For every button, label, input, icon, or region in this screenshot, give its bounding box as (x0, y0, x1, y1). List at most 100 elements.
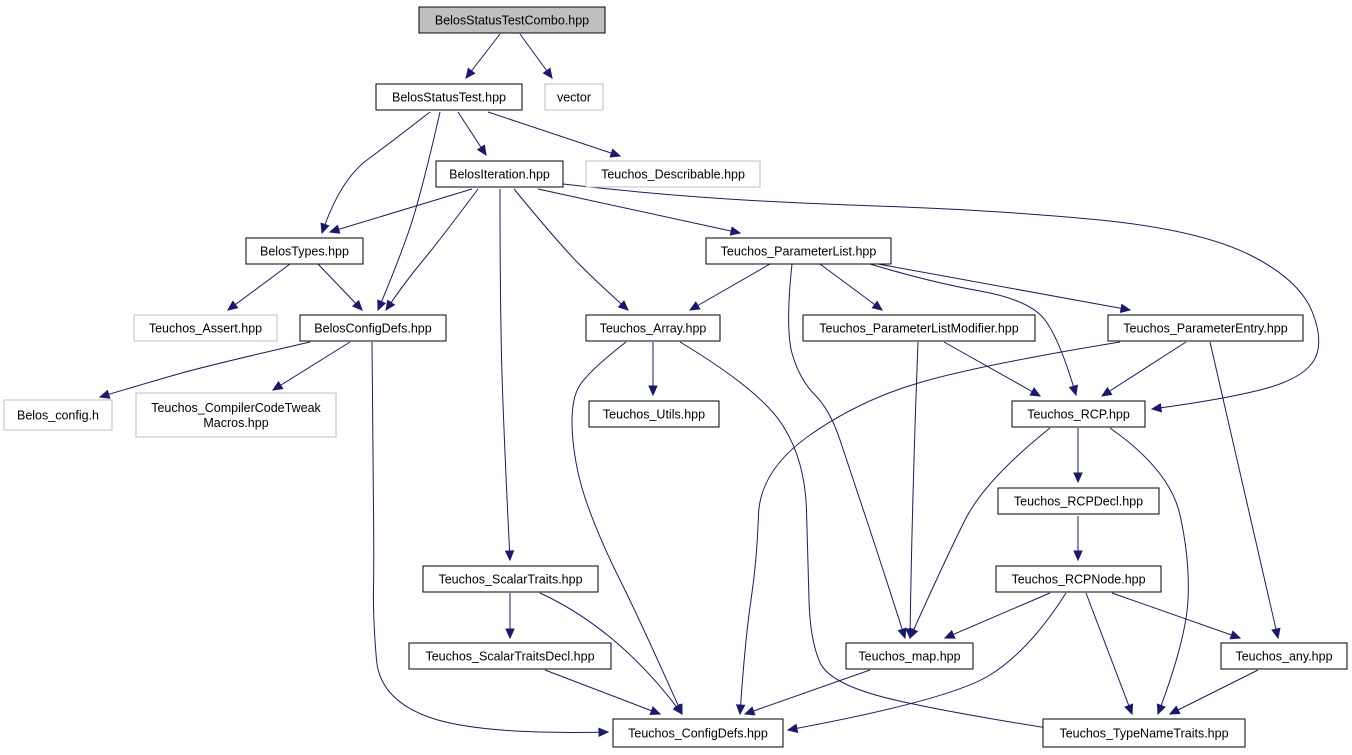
edge-arrowhead (227, 300, 239, 311)
node-box (997, 487, 1160, 515)
node-iteration[interactable]: BelosIteration.hpp (435, 160, 564, 188)
edge-arrowhead (1068, 384, 1078, 397)
node-array[interactable]: Teuchos_Array.hpp (585, 314, 721, 342)
edge-arrowhead (672, 703, 683, 715)
edge-arrowhead (1124, 703, 1134, 716)
node-label: Teuchos_any.hpp (1235, 650, 1332, 664)
edge-parameterlist-to-plmodifier (819, 263, 883, 311)
node-utils[interactable]: Teuchos_Utils.hpp (588, 400, 720, 428)
edge-arrowhead (648, 385, 658, 397)
edge-rcpdecl-to-rcpnode (1073, 516, 1083, 562)
edge-line (787, 592, 1067, 731)
edge-scalartraits-to-scalartraitsdecl (505, 593, 515, 640)
edge-paramentry-to-rcp (1100, 341, 1187, 397)
edge-line (739, 341, 1121, 715)
node-label: Teuchos_ParameterEntry.hpp (1123, 322, 1287, 336)
node-box (705, 237, 892, 265)
edge-statustest-to-belostypes (320, 111, 431, 235)
node-root[interactable]: BelosStatusTestCombo.hpp (418, 6, 606, 34)
edge-rcpnode-to-map (943, 592, 1051, 639)
node-scalartraitsdecl[interactable]: Teuchos_ScalarTraitsDecl.hpp (408, 642, 612, 670)
edge-line (909, 427, 1051, 639)
edge-line (1085, 592, 1133, 715)
node-box (585, 314, 721, 342)
edge-arrowhead (649, 706, 662, 716)
node-box (995, 565, 1162, 593)
edge-arrowhead (1271, 627, 1281, 640)
nodes-layer: BelosStatusTestCombo.hppBelosStatusTest.… (3, 6, 1348, 748)
edge-iteration-to-configdefs_belos (385, 188, 479, 312)
edge-root-to-statustest (465, 33, 501, 79)
edge-rcpnode-to-typenametraits (1085, 592, 1134, 716)
node-box (3, 399, 113, 431)
edge-line (272, 341, 351, 391)
edge-arrowhead (505, 628, 515, 640)
edge-paramentry-to-teuchosconfigdefs (735, 341, 1121, 716)
edge-arrowhead (542, 67, 553, 79)
edge-parameterlist-to-array (688, 263, 771, 311)
edge-arrowhead (743, 706, 756, 716)
node-describable: Teuchos_Describable.hpp (585, 160, 761, 188)
node-box (408, 642, 612, 670)
edge-map-to-teuchosconfigdefs (743, 669, 871, 716)
node-box (133, 314, 278, 342)
edge-rcp-to-typenametraits (1109, 427, 1189, 716)
node-label: Teuchos_CompilerCodeTweak (151, 401, 321, 415)
edge-statustest-to-configdefs_belos (377, 111, 441, 312)
edge-rcp-to-map (909, 427, 1051, 640)
node-box (375, 83, 523, 111)
node-box (612, 718, 784, 748)
edge-scalartraitsdecl-to-teuchosconfigdefs (544, 669, 662, 716)
edge-arrowhead (1156, 703, 1166, 716)
edge-line (909, 341, 919, 639)
node-any[interactable]: Teuchos_any.hpp (1220, 642, 1348, 670)
node-belostypes[interactable]: BelosTypes.hpp (245, 237, 364, 265)
node-configdefs_belos[interactable]: BelosConfigDefs.hpp (299, 314, 447, 342)
node-rcp[interactable]: Teuchos_RCP.hpp (1011, 400, 1146, 428)
edge-arrowhead (609, 148, 622, 158)
edge-arrowhead (735, 704, 746, 716)
node-label: BelosStatusTest.hpp (392, 91, 506, 105)
node-label: Teuchos_map.hpp (858, 650, 960, 664)
node-label: Teuchos_Utils.hpp (603, 408, 705, 422)
edge-arrowhead (943, 629, 956, 639)
edge-line (385, 188, 479, 311)
node-label: BelosTypes.hpp (260, 245, 349, 259)
edge-parameterlist-to-paramentry (877, 263, 1132, 313)
edge-iteration-to-rcp (562, 183, 1320, 413)
node-box (135, 392, 337, 438)
edge-parameterlist-to-map (788, 263, 907, 640)
node-box (435, 160, 564, 188)
node-box (1042, 718, 1246, 748)
edge-statustest-to-iteration (457, 111, 487, 157)
node-map[interactable]: Teuchos_map.hpp (845, 642, 974, 670)
node-teuchosconfigdefs[interactable]: Teuchos_ConfigDefs.hpp (612, 718, 784, 748)
edges-layer (98, 33, 1320, 741)
edge-line (499, 188, 511, 561)
node-box (418, 6, 606, 34)
node-plmodifier[interactable]: Teuchos_ParameterListModifier.hpp (802, 314, 1036, 342)
node-scalartraits[interactable]: Teuchos_ScalarTraits.hpp (422, 565, 599, 593)
edge-line (819, 263, 883, 311)
node-rcpdecl[interactable]: Teuchos_RCPDecl.hpp (997, 487, 1160, 515)
node-box (802, 314, 1036, 342)
edge-arrowhead (271, 380, 284, 391)
node-box (588, 400, 720, 428)
node-label: Teuchos_Describable.hpp (601, 168, 745, 182)
node-label: Teuchos_ScalarTraitsDecl.hpp (425, 650, 594, 664)
node-rcpnode[interactable]: Teuchos_RCPNode.hpp (995, 565, 1162, 593)
edge-arrowhead (1150, 403, 1163, 413)
edge-arrowhead (1029, 387, 1042, 397)
node-box (544, 83, 604, 111)
node-parameterlist[interactable]: Teuchos_ParameterList.hpp (705, 237, 892, 265)
edge-line (1169, 669, 1259, 715)
edge-arrowhead (909, 627, 919, 640)
node-statustest[interactable]: BelosStatusTest.hpp (375, 83, 523, 111)
edge-arrowhead (729, 226, 742, 236)
edge-line (562, 183, 1320, 410)
node-paramentry[interactable]: Teuchos_ParameterEntry.hpp (1107, 314, 1304, 342)
edge-belostypes-to-assert (227, 263, 291, 311)
node-typenametraits[interactable]: Teuchos_TypeNameTraits.hpp (1042, 718, 1246, 748)
node-box (1011, 400, 1146, 428)
